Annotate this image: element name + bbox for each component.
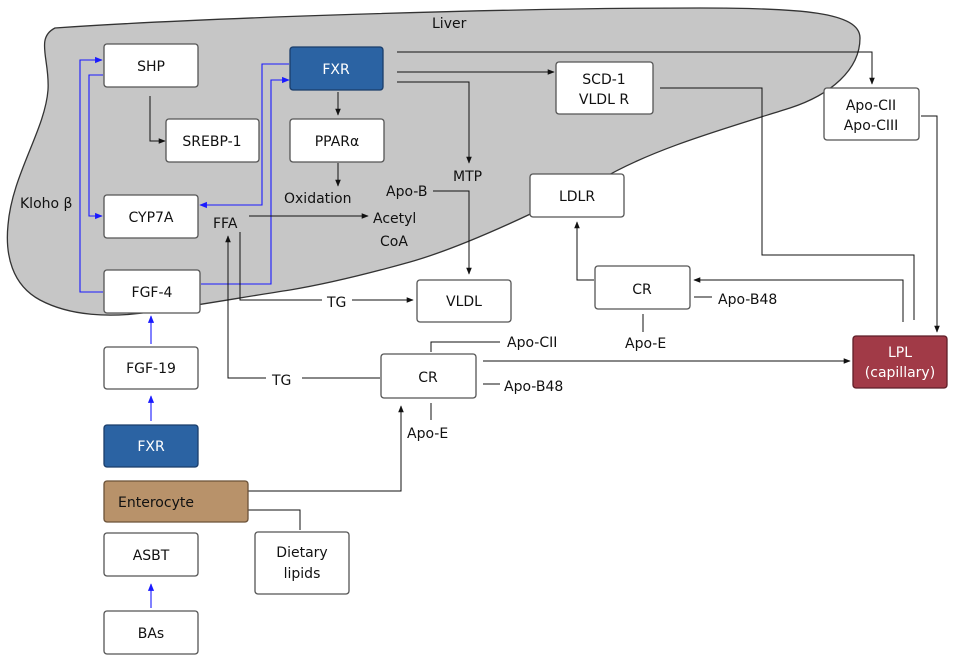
node-dietary-label: Dietary bbox=[276, 545, 327, 561]
kloho-beta-label: Kloho β bbox=[20, 196, 72, 212]
node-cr-blood[interactable]: CR bbox=[380, 353, 477, 399]
coa-label: CoA bbox=[380, 234, 408, 250]
mtp-label: MTP bbox=[453, 169, 482, 185]
node-srebp1[interactable]: SREBP-1 bbox=[165, 118, 260, 163]
node-vldl-label: VLDL bbox=[446, 294, 482, 310]
node-dietary-sublabel: lipids bbox=[284, 566, 321, 582]
apob48-blood-label: Apo-B48 bbox=[504, 379, 563, 395]
node-lpl-sublabel: (capillary) bbox=[865, 365, 935, 381]
tg-liver-label: TG bbox=[326, 295, 346, 311]
node-asbt-label: ASBT bbox=[133, 548, 170, 564]
apob-label: Apo-B bbox=[386, 184, 427, 200]
node-fxr-liver-label: FXR bbox=[322, 62, 350, 78]
node-vldl[interactable]: VLDL bbox=[416, 279, 512, 323]
node-enterocyte[interactable]: Enterocyte bbox=[103, 480, 249, 523]
black-flow-arrows bbox=[149, 51, 940, 530]
tg-blood-label: TG bbox=[271, 373, 291, 389]
node-fgf4[interactable]: FGF-4 bbox=[103, 269, 201, 314]
apoe-liver-label: Apo-E bbox=[625, 336, 666, 352]
node-fgf4-label: FGF-4 bbox=[132, 285, 173, 301]
blue-signaling-arrows bbox=[79, 56, 290, 608]
node-cr-liver-label: CR bbox=[632, 282, 652, 298]
node-enterocyte-label: Enterocyte bbox=[118, 495, 194, 511]
oxidation-label: Oxidation bbox=[284, 191, 351, 207]
node-cr-blood-label: CR bbox=[418, 370, 438, 386]
node-ppara-label: PPARα bbox=[315, 134, 360, 150]
node-cyp7a-label: CYP7A bbox=[128, 210, 173, 226]
node-apocii-apociii[interactable]: Apo-CII Apo-CIII bbox=[823, 87, 920, 141]
node-dietary-lipids[interactable]: Dietary lipids bbox=[254, 531, 350, 595]
node-bas[interactable]: BAs bbox=[103, 610, 199, 655]
node-apociii-label: Apo-CIII bbox=[844, 118, 899, 134]
liver-label: Liver bbox=[432, 16, 467, 32]
node-vldlr-label: VLDL R bbox=[579, 92, 629, 108]
apoe-blood-label: Apo-E bbox=[407, 426, 448, 442]
node-apocii-label: Apo-CII bbox=[846, 98, 896, 114]
node-ldlr[interactable]: LDLR bbox=[529, 173, 625, 218]
node-scd1-vldlr[interactable]: SCD-1 VLDL R bbox=[555, 61, 654, 115]
node-srebp1-label: SREBP-1 bbox=[182, 134, 241, 150]
node-fxr-liver[interactable]: FXR bbox=[289, 46, 384, 91]
node-cyp7a[interactable]: CYP7A bbox=[103, 194, 199, 239]
node-lpl[interactable]: LPL (capillary) bbox=[852, 335, 948, 389]
node-bas-label: BAs bbox=[138, 626, 164, 642]
node-fxr-intestine[interactable]: FXR bbox=[103, 424, 199, 468]
node-asbt[interactable]: ASBT bbox=[103, 532, 199, 577]
node-lpl-label: LPL bbox=[888, 345, 912, 361]
apocii-blood-label: Apo-CII bbox=[507, 335, 557, 351]
node-fgf19-label: FGF-19 bbox=[126, 361, 176, 377]
ffa-label: FFA bbox=[213, 216, 238, 232]
node-scd1-label: SCD-1 bbox=[582, 72, 625, 88]
acetyl-label: Acetyl bbox=[373, 211, 416, 227]
node-fxr-intestine-label: FXR bbox=[137, 439, 165, 455]
node-cr-liver[interactable]: CR bbox=[594, 265, 691, 310]
apob48-liver-label: Apo-B48 bbox=[718, 292, 777, 308]
node-shp[interactable]: SHP bbox=[103, 43, 199, 88]
node-fgf19[interactable]: FGF-19 bbox=[103, 346, 199, 390]
node-shp-label: SHP bbox=[137, 59, 165, 75]
node-ldlr-label: LDLR bbox=[559, 189, 595, 205]
node-ppara[interactable]: PPARα bbox=[289, 118, 385, 163]
